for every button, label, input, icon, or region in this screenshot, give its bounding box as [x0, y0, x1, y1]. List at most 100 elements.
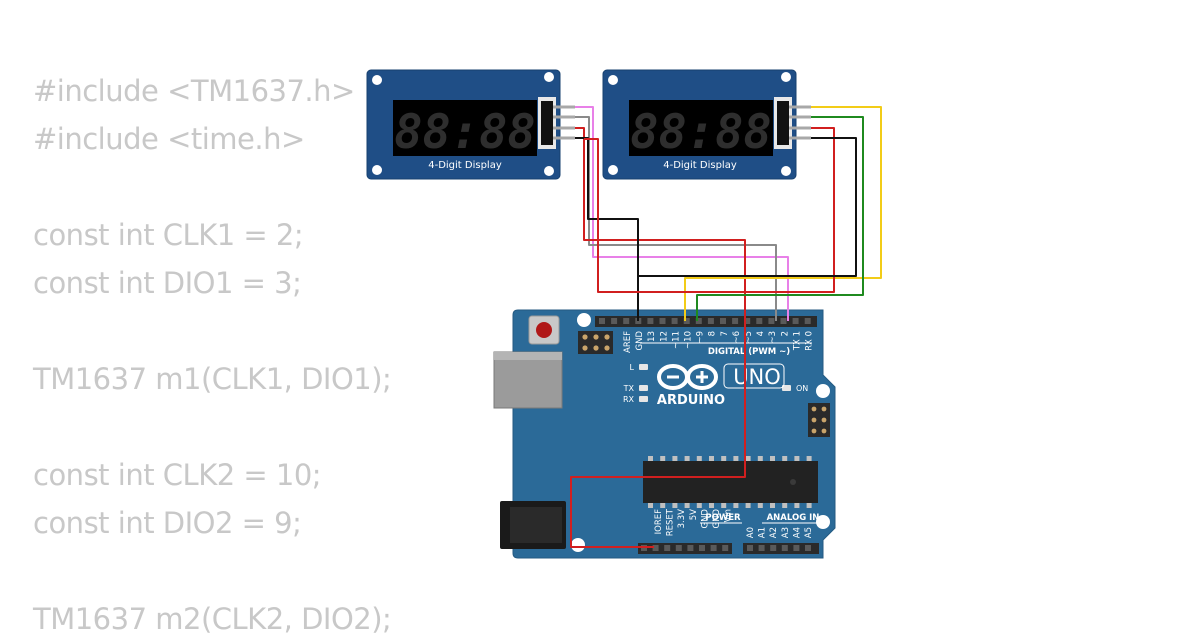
- pin-hole[interactable]: [732, 318, 739, 324]
- pin-hole[interactable]: [623, 318, 630, 324]
- pin-hole[interactable]: [793, 545, 800, 551]
- pin-label: A2: [769, 527, 779, 538]
- pin-label: 4: [756, 331, 766, 336]
- code-line: const int CLK2 = 10;: [33, 458, 322, 492]
- pin-label: GND: [712, 509, 722, 529]
- pin-hole[interactable]: [770, 545, 777, 551]
- pin-hole[interactable]: [758, 545, 765, 551]
- usb-connector: [493, 351, 563, 409]
- reset-button-cap[interactable]: [536, 322, 552, 338]
- pin-hole[interactable]: [805, 545, 811, 551]
- led-rx: RX: [623, 395, 648, 404]
- pin-label: AREF: [623, 331, 633, 353]
- display-module-2[interactable]: 88:88 4-Digit Display: [602, 69, 811, 180]
- chip-pins: [648, 456, 812, 508]
- code-line: const int DIO1 = 3;: [33, 266, 302, 300]
- pin-hole[interactable]: [804, 318, 811, 324]
- pin-hole[interactable]: [652, 545, 659, 551]
- power-label: POWER: [705, 513, 741, 523]
- pin-label: A4: [792, 527, 802, 538]
- wire-black-gnd1[interactable]: [575, 137, 639, 321]
- code-line: TM1637 m1(CLK1, DIO1);: [33, 362, 392, 396]
- uno-model-label: UNO: [733, 365, 781, 389]
- pin-hole[interactable]: [683, 318, 690, 324]
- pin-label: ~6: [732, 331, 742, 344]
- pin-label: 12: [659, 331, 669, 342]
- pin-hole[interactable]: [744, 318, 751, 324]
- pin-hole[interactable]: [756, 318, 763, 324]
- analog-label: ANALOG IN: [767, 513, 820, 523]
- wire-black-gnd2[interactable]: [638, 137, 857, 277]
- pin-hole[interactable]: [768, 318, 775, 324]
- pin-hole[interactable]: [675, 545, 682, 551]
- icsp-header: [578, 331, 613, 354]
- wire-gray-clk1[interactable]: [575, 116, 777, 321]
- pin-hole[interactable]: [599, 318, 605, 324]
- digital-pin-holes: [599, 318, 811, 324]
- display-label: 4-Digit Display: [428, 160, 502, 171]
- wire-red-vcc2[interactable]: [584, 127, 835, 293]
- svg-text:L: L: [630, 363, 635, 372]
- pin-hole[interactable]: [687, 545, 694, 551]
- svg-text:ON: ON: [796, 384, 808, 393]
- pin-hole[interactable]: [792, 318, 799, 324]
- pin-hole[interactable]: [647, 318, 654, 324]
- display-label: 4-Digit Display: [663, 160, 737, 171]
- pin-hole[interactable]: [707, 318, 714, 324]
- pin-label: A1: [758, 527, 768, 538]
- led-on: ON: [782, 384, 808, 393]
- code-listing: #include <TM1637.h> #include <time.h> co…: [33, 67, 392, 643]
- pin-hole[interactable]: [659, 318, 666, 324]
- mounting-hole: [577, 313, 591, 327]
- wire-red-vcc1[interactable]: [570, 127, 746, 548]
- analog-header: [743, 543, 819, 554]
- pin-hole[interactable]: [699, 545, 705, 551]
- pin-label: ~5: [744, 331, 754, 344]
- pin-label: TX 1: [792, 331, 802, 351]
- svg-text:TX: TX: [623, 384, 635, 393]
- pin-hole[interactable]: [781, 545, 788, 551]
- digital-header: [595, 316, 817, 327]
- code-line: #include <time.h>: [33, 122, 305, 156]
- arduino-logo-text: ARDUINO: [657, 393, 725, 408]
- pin-label: RX 0: [805, 331, 815, 351]
- pin-hole[interactable]: [747, 545, 753, 551]
- seven-segment-screen: [629, 100, 773, 156]
- atmega-chip: [643, 461, 818, 503]
- code-line: #include <TM1637.h>: [33, 74, 355, 108]
- pin-label: 7: [720, 331, 730, 336]
- led-tx: TX: [623, 384, 648, 393]
- pin-label: GND: [635, 331, 645, 351]
- pin-hole[interactable]: [720, 318, 726, 324]
- bottom-pin-holes: [641, 545, 811, 551]
- pin-hole[interactable]: [722, 545, 729, 551]
- mounting-hole: [571, 538, 585, 552]
- pin-hole[interactable]: [695, 318, 702, 324]
- display-module-1[interactable]: 88:88 4-Digit Display: [366, 69, 575, 180]
- pin-hole[interactable]: [671, 318, 678, 324]
- pin-label: 8: [708, 331, 718, 336]
- wire-green-dio2[interactable]: [696, 116, 864, 321]
- pin-hole[interactable]: [780, 318, 787, 324]
- pin-label: ~9: [696, 331, 706, 344]
- pin-label: 5V: [689, 509, 699, 520]
- pin-label: A3: [781, 527, 791, 538]
- pin-label: Vin: [724, 509, 734, 522]
- code-line: const int CLK1 = 2;: [33, 218, 304, 252]
- pin-label: 3.3V: [677, 509, 687, 529]
- digits-readout: 88:88: [394, 105, 535, 160]
- pin-hole[interactable]: [710, 545, 717, 551]
- pin-hole[interactable]: [611, 318, 618, 324]
- digital-label: DIGITAL (PWM ~): [708, 347, 790, 357]
- pin-label: GND: [700, 509, 710, 529]
- code-line: const int DIO2 = 9;: [33, 506, 302, 540]
- pin-hole[interactable]: [664, 545, 671, 551]
- power-header: [638, 543, 732, 554]
- seven-segment-screen: [393, 100, 537, 156]
- pin-label: A0: [746, 527, 756, 538]
